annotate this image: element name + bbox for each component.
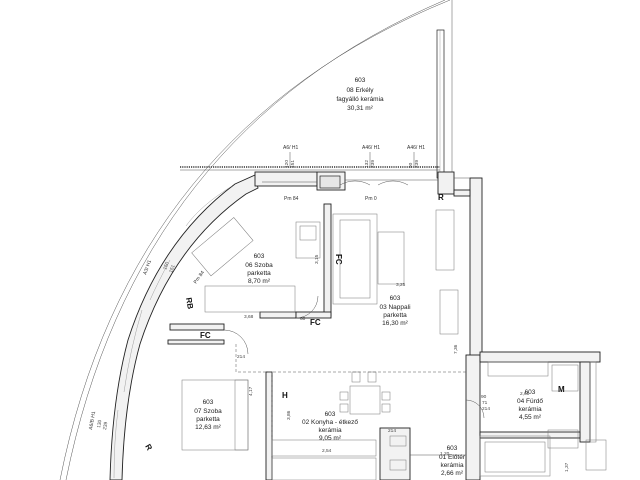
wall-room7-kitchen xyxy=(265,371,273,480)
bed-room6 xyxy=(204,285,296,313)
window-dim: 90 xyxy=(408,162,414,168)
bed-room7 xyxy=(181,379,249,451)
room-number: 603 xyxy=(525,389,536,396)
wall-living-bath xyxy=(465,354,481,480)
coffee-table xyxy=(377,231,405,285)
pm-label: Pm 84 xyxy=(193,270,206,285)
room-floor: parketta xyxy=(247,270,271,277)
symbol-m: M xyxy=(558,385,565,394)
room-number: 603 xyxy=(325,411,336,418)
dimension: 3,15 xyxy=(314,254,320,264)
window-dim: 239 xyxy=(414,160,420,168)
balcony-inner-arc xyxy=(65,0,446,480)
room-number: 603 xyxy=(447,445,458,452)
dimension: 3,86 xyxy=(286,410,292,420)
window-dim: 132 xyxy=(364,160,370,168)
room-area: 9,05 m² xyxy=(319,435,342,442)
right-exterior-wall xyxy=(469,177,483,359)
room-floor: kerámia xyxy=(518,406,542,413)
dimension: 4,17 xyxy=(248,386,254,396)
room-label-living: 603 03 Nappali parketta 16,30 m² xyxy=(379,295,410,327)
wardrobe-room6 xyxy=(191,217,254,277)
room-label-bath: 603 04 Fürdő kerámia 4,55 m² xyxy=(517,389,543,421)
balcony-right-rail xyxy=(436,29,445,179)
room-number: 603 xyxy=(203,399,214,406)
dimension: 214 xyxy=(237,354,245,360)
dimension: 7,36 xyxy=(453,344,459,354)
dimension: 2,54 xyxy=(322,448,332,454)
room-area: 12,63 m² xyxy=(195,424,221,431)
room-name: 08 Erkély xyxy=(346,87,374,94)
dimension: 2,60 xyxy=(520,391,530,397)
curved-exterior-wall xyxy=(109,174,259,480)
room-name: 03 Nappali xyxy=(379,304,410,311)
room-name: 04 Fürdő xyxy=(517,398,543,405)
window-code: A46/ H1 xyxy=(362,145,380,151)
room-floor: fagyálló kerámia xyxy=(336,96,384,103)
room-area: 4,55 m² xyxy=(519,414,542,421)
symbol-fc: FC xyxy=(200,331,211,340)
pm-label: Pm 0 xyxy=(365,196,377,202)
room-label-hall: 603 01 Előtér kerámia 2,66 m² xyxy=(439,445,466,477)
wall-room6-living xyxy=(323,203,332,317)
room-label-room7: 603 07 Szoba parketta 12,63 m² xyxy=(194,399,222,431)
room-area: 8,70 m² xyxy=(248,278,271,285)
room-area: 2,66 m² xyxy=(441,470,464,477)
dimension: 60 xyxy=(300,316,306,322)
window-dim: 120 xyxy=(284,160,290,168)
symbol-fc: FC xyxy=(334,254,343,265)
bathtub xyxy=(479,435,551,477)
symbol-fc: FC xyxy=(310,318,321,327)
window-dim: 151 xyxy=(168,264,176,274)
symbol-h: H xyxy=(282,391,288,400)
window-code: A46/ H1 xyxy=(407,145,425,151)
dimension: 214 xyxy=(388,428,396,434)
window-code: A6/B H1 xyxy=(88,411,97,431)
dimension: 3,25 xyxy=(396,282,406,288)
dimension: 3,68 xyxy=(244,314,254,320)
room-label-kitchen: 603 02 Konyha - étkező kerámia 9,05 m² xyxy=(302,411,358,442)
dimension: 1,37 xyxy=(564,462,570,472)
wall-room6-bottom-b xyxy=(259,311,297,319)
dimension: 71 xyxy=(482,400,488,406)
window-dim: 130 xyxy=(96,419,103,428)
room-name: 01 Előtér xyxy=(439,454,466,461)
window-dim: 151 xyxy=(290,160,296,168)
facade-wall-right xyxy=(437,171,455,195)
window-dim: 239 xyxy=(102,421,109,430)
dining-table xyxy=(349,385,381,415)
window-code: A6/ H1 xyxy=(283,145,299,151)
dimension: 214 xyxy=(482,406,490,412)
pm-label: Pm 84 xyxy=(284,196,299,202)
room-name: 06 Szoba xyxy=(245,262,273,269)
room-label-balcony: 603 08 Erkély fagyálló kerámia 30,31 m² xyxy=(336,77,384,112)
room-name: 02 Konyha - étkező xyxy=(302,419,358,426)
wall-room6-bottom xyxy=(169,323,225,331)
column xyxy=(319,175,341,189)
room-number: 603 xyxy=(355,77,366,84)
symbol-r: R xyxy=(143,443,154,453)
facade-wall-left xyxy=(254,171,318,187)
room-floor: kerámia xyxy=(318,427,342,434)
window-dim: 150 xyxy=(162,261,170,271)
room-floor: parketta xyxy=(383,312,407,319)
room-number: 603 xyxy=(254,253,265,260)
room-label-room6: 603 06 Szoba parketta 8,70 m² xyxy=(245,253,273,285)
symbol-rb: RB xyxy=(184,297,195,310)
room-area: 16,30 m² xyxy=(382,320,408,327)
room-floor: kerámia xyxy=(440,462,464,469)
window-dim: 239 xyxy=(370,160,376,168)
dimension: 90 xyxy=(481,394,487,400)
symbol-r: R xyxy=(438,193,444,202)
balcony-outer-arc xyxy=(59,0,451,480)
window-code: A3/ H1 xyxy=(142,259,153,276)
room-floor: parketta xyxy=(196,416,220,423)
dimension: 1,20 xyxy=(440,451,450,457)
room-name: 07 Szoba xyxy=(194,408,222,415)
room-area: 30,31 m² xyxy=(347,105,373,112)
room-number: 603 xyxy=(390,295,401,302)
sofa xyxy=(332,213,378,305)
